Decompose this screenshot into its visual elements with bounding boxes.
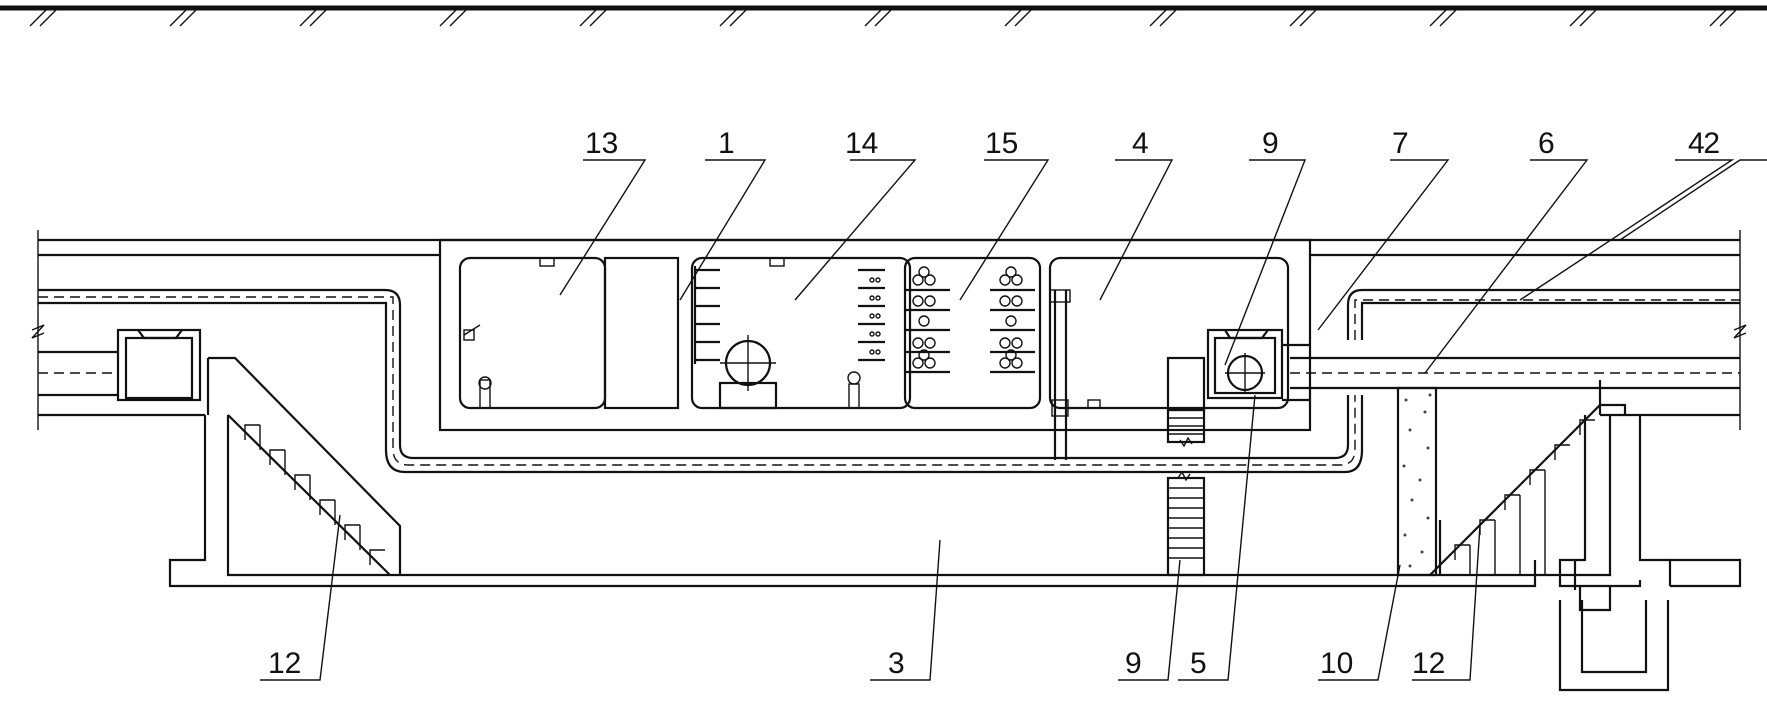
ladder-upper — [1166, 356, 1206, 448]
label-4-right: 4 — [1688, 127, 1705, 160]
label-9-top: 9 — [1262, 127, 1279, 160]
pipeline — [38, 288, 1740, 474]
lower-hall — [168, 380, 1742, 692]
label-12-right: 12 — [1412, 647, 1445, 680]
label-1: 1 — [718, 127, 735, 160]
riser-pipe — [1049, 289, 1101, 460]
leader-lines-bottom — [260, 394, 1481, 681]
label-15: 15 — [985, 127, 1018, 160]
left-box — [116, 328, 202, 402]
stair-right — [1429, 403, 1627, 576]
stair-left — [206, 356, 402, 576]
passage-pipe — [38, 350, 1740, 397]
label-14: 14 — [845, 127, 878, 160]
label-6: 6 — [1538, 127, 1555, 160]
leader-lines-top — [559, 159, 1767, 374]
ground-hatching — [29, 7, 1739, 27]
label-9-bottom: 9 — [1125, 647, 1142, 680]
central-chamber — [438, 238, 1312, 432]
label-12-left: 12 — [268, 647, 301, 680]
concrete-column — [1396, 386, 1438, 577]
valve-box — [1206, 328, 1310, 402]
label-3: 3 — [888, 647, 905, 680]
cable-trays — [693, 266, 885, 410]
pipe-racks — [905, 266, 1035, 374]
label-13: 13 — [585, 127, 618, 160]
ladder-lower — [1166, 470, 1206, 577]
label-7: 7 — [1392, 127, 1409, 160]
label-2: 2 — [1703, 127, 1720, 160]
label-5: 5 — [1190, 647, 1207, 680]
label-10: 10 — [1320, 647, 1353, 680]
callouts-top: 13 1 14 15 4 9 7 6 4 2 — [585, 127, 1720, 160]
ground-surface — [0, 5, 1767, 27]
callouts-bottom: 12 3 9 5 10 12 — [268, 647, 1445, 680]
label-4-left: 4 — [1132, 127, 1149, 160]
tunnel-slab — [31, 230, 1747, 430]
